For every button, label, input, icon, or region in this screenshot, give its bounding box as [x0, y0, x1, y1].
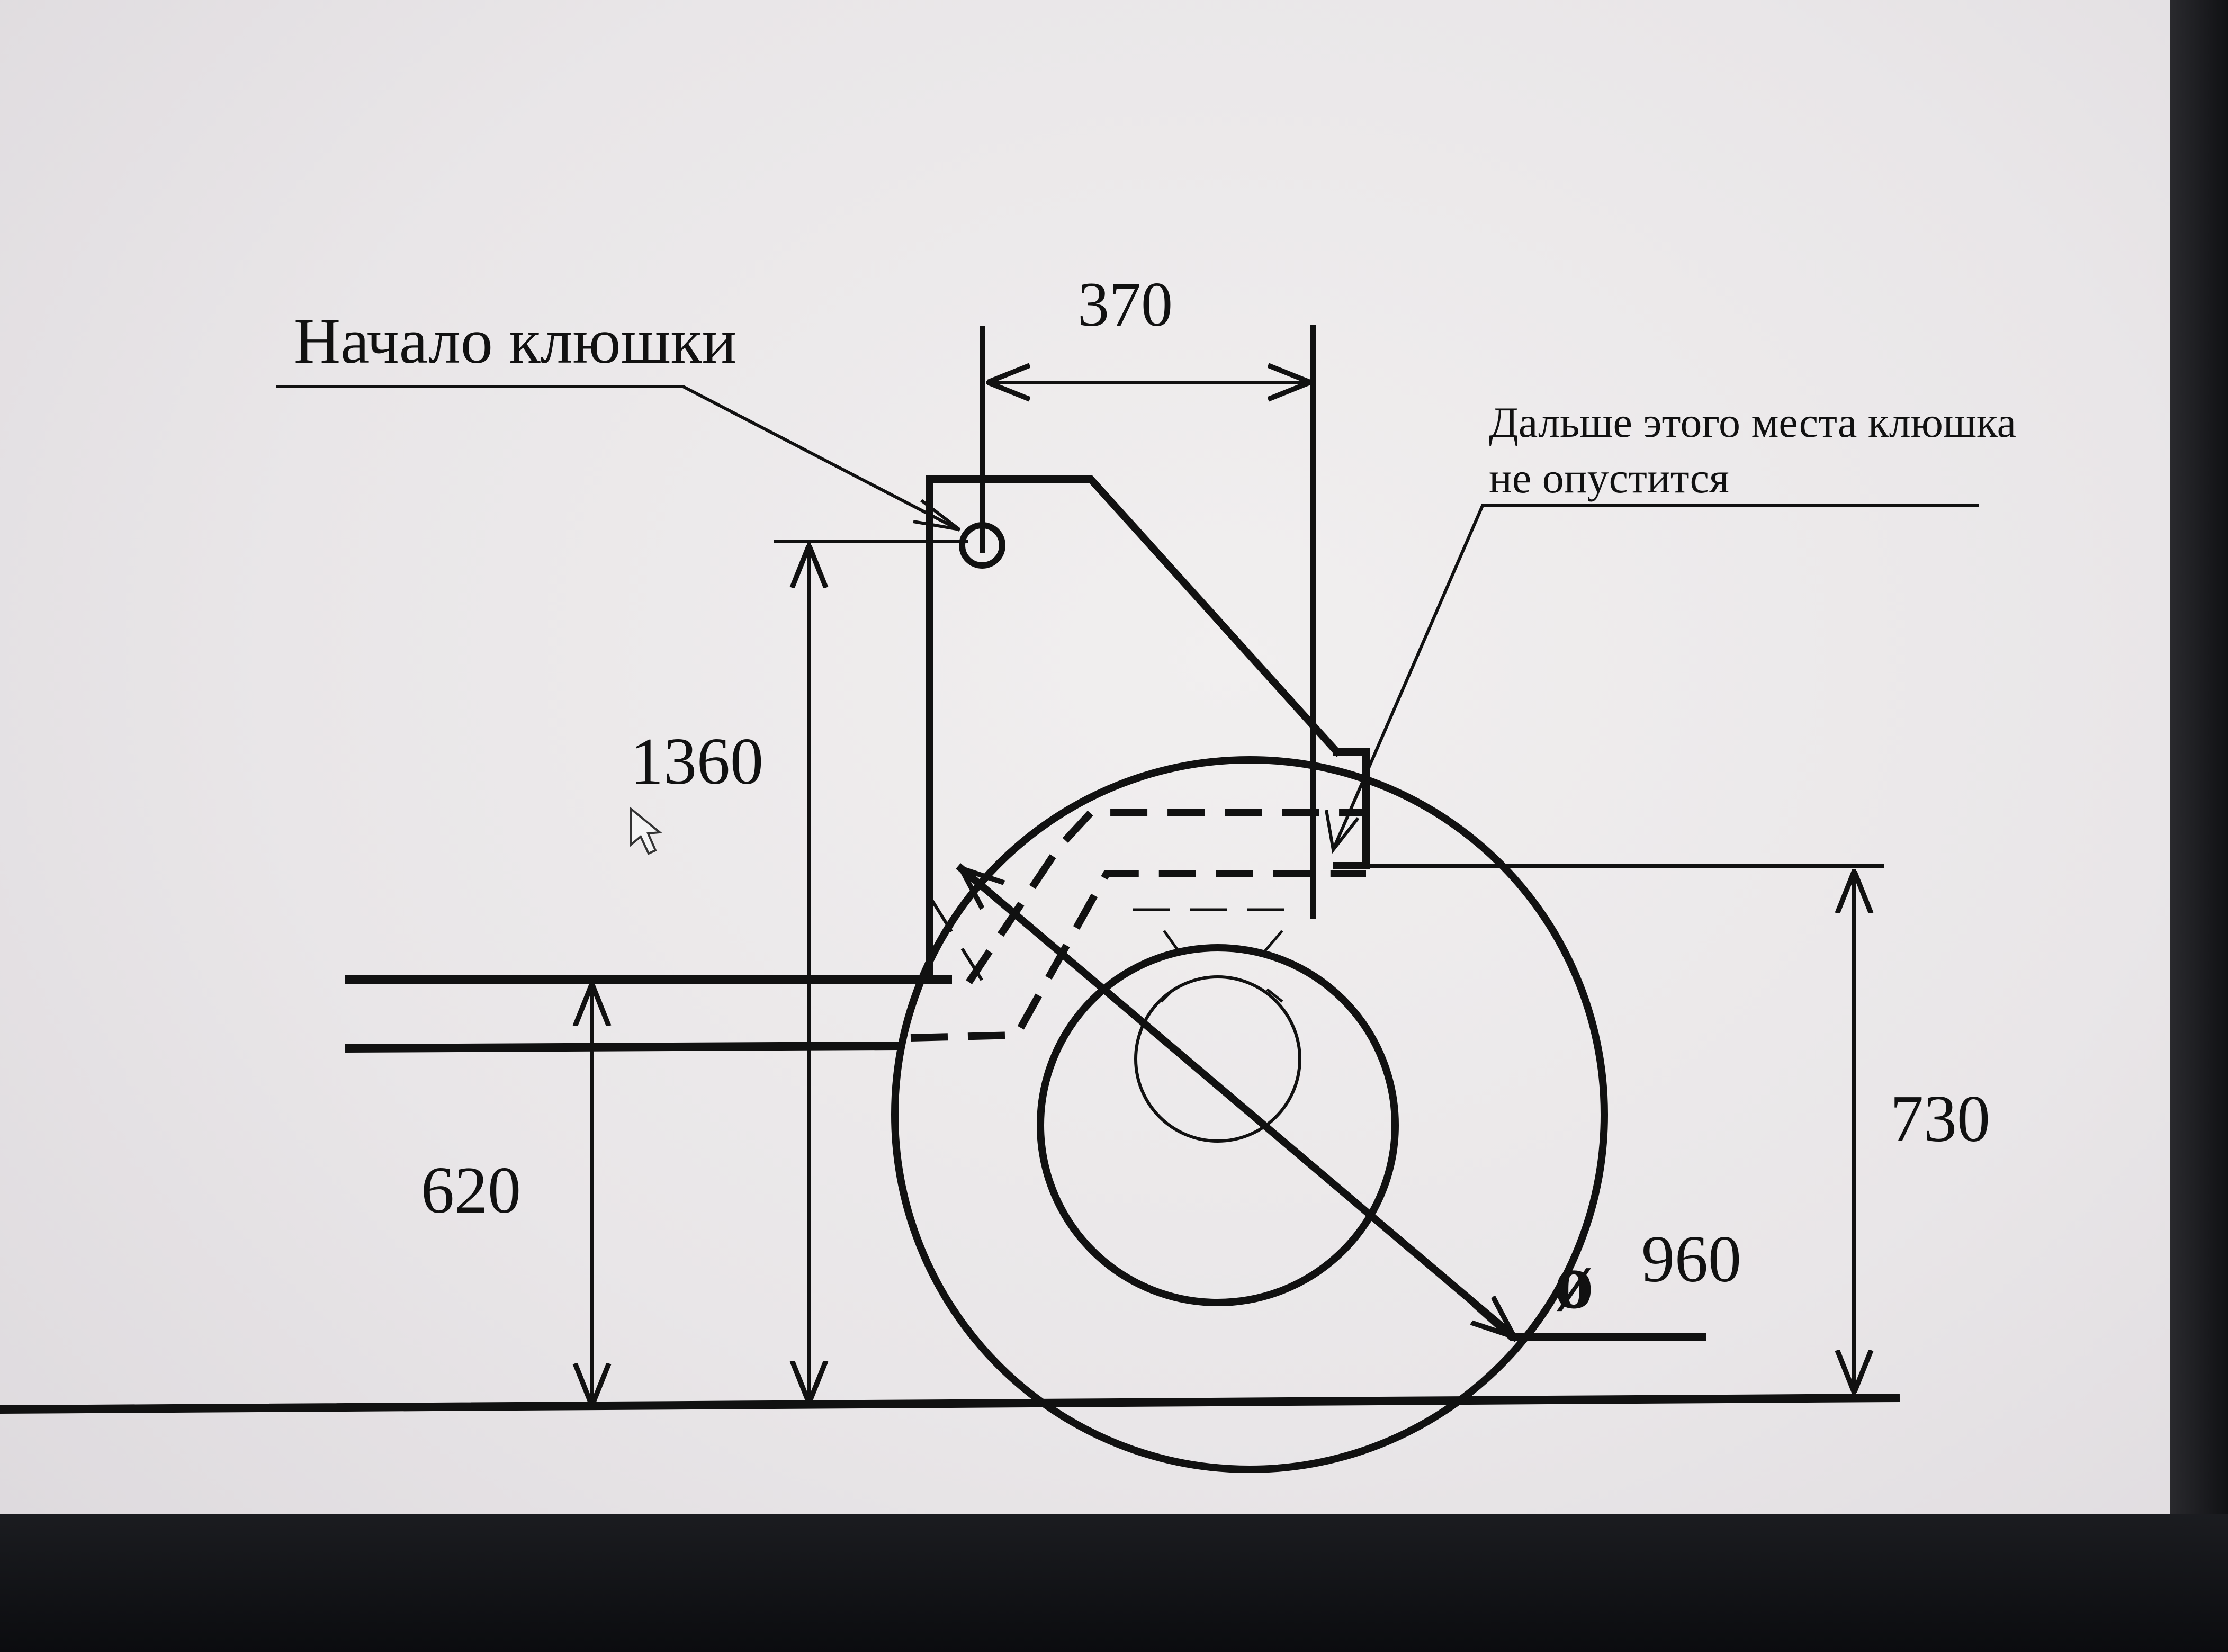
bar-lower: [345, 1041, 900, 1053]
wheel-hub: [1134, 975, 1301, 1143]
dim-height-low-value: 620: [421, 1154, 521, 1227]
dim-width-top: [980, 326, 1312, 553]
mouse-cursor-icon: [630, 806, 663, 855]
monitor-bezel-bottom: [0, 1514, 2228, 1652]
leader-stop-note-arrow: [1325, 810, 1360, 854]
wheel-outer: [891, 756, 1608, 1473]
label-stop-note-line1: Дальше этого места клюшка: [1489, 398, 2016, 446]
dim-diameter-value: 960: [1641, 1223, 1741, 1296]
ground-line: [0, 1393, 1900, 1414]
leader-stop-note: [1332, 504, 1979, 849]
leader-stick-start-arrow: [913, 499, 960, 531]
dim-height-tall-value: 1360: [630, 725, 763, 798]
dim-diameter: [956, 863, 1706, 1342]
dim-height-tall: [774, 540, 968, 1405]
stick-lowered-position: [910, 809, 1366, 1042]
dim-width-top-value: 370: [1077, 269, 1173, 339]
diameter-symbol: ø: [1554, 1237, 1594, 1325]
dim-height-right-value: 730: [1890, 1082, 1990, 1156]
leader-stick-start: [276, 385, 961, 532]
dim-height-right: [1364, 864, 1884, 1395]
stick-outline: [926, 325, 1370, 983]
monitor-bezel-right: [2170, 0, 2228, 1514]
label-stop-note-line2: не опустится: [1489, 454, 1729, 502]
label-stick-start: Начало клюшки: [294, 306, 736, 377]
wheel-middle: [1037, 944, 1399, 1306]
